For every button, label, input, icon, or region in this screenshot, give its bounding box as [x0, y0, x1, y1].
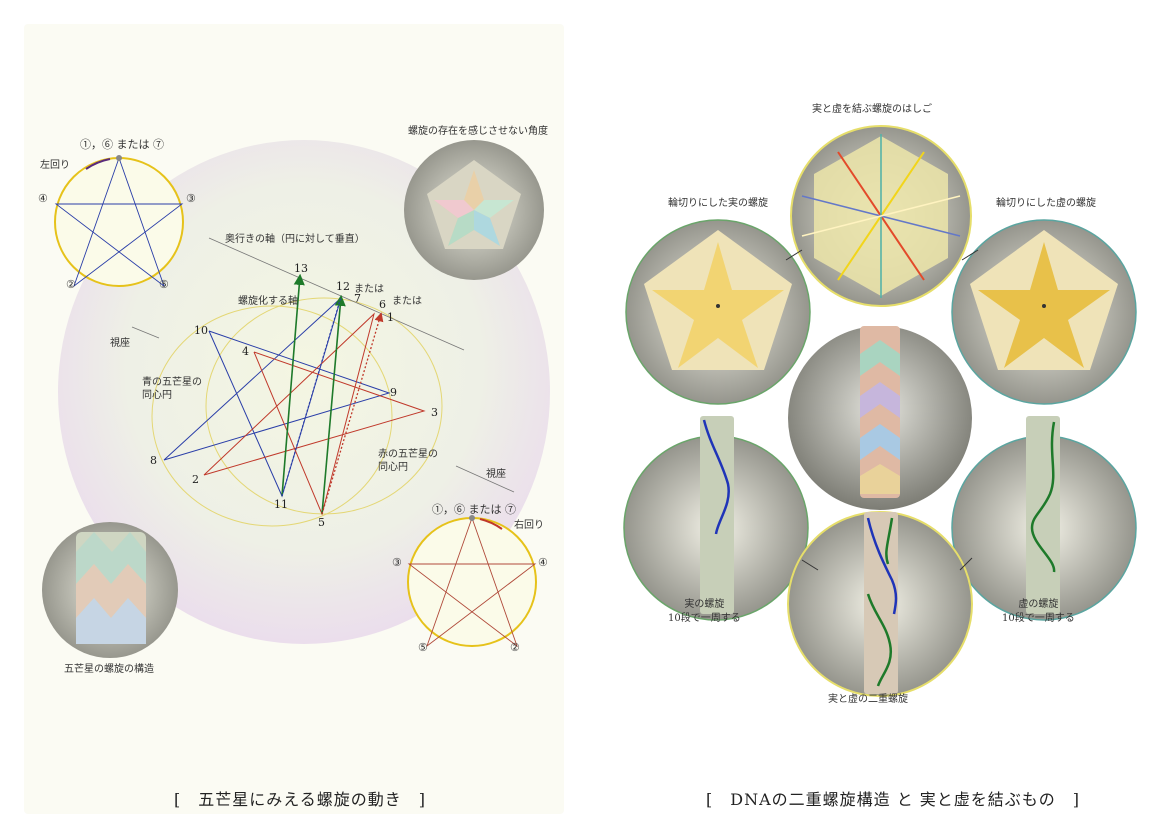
left-diagram — [42, 140, 550, 658]
real-helix-photo — [623, 416, 809, 621]
point-10: 10 — [194, 324, 208, 337]
top-circle-point-right: ③ — [186, 192, 196, 205]
red-pentagram — [203, 312, 426, 516]
bottom-right-pentagram — [407, 517, 537, 648]
top-left-circle — [54, 157, 184, 287]
top-circle-title: ①，⑥ または ⑦ — [80, 138, 164, 151]
ladder-photo — [790, 125, 972, 307]
point-5: 5 — [318, 516, 325, 529]
virtual-ring-photo — [951, 219, 1137, 405]
real-helix-label: 実の螺旋 10段で一周する — [668, 599, 741, 624]
blue-concentric-label: 青の五芒星の 同心円 — [142, 377, 202, 401]
top-circle-point-left: ④ — [38, 192, 48, 205]
photo-bottom-label: 五芒星の螺旋の構造 — [64, 664, 154, 675]
viewpoint-right-label: 視座 — [486, 469, 506, 480]
bottom-right-circle — [407, 517, 537, 647]
double-helix-photo — [787, 511, 973, 697]
bottom-circle-title: ①，⑥ または ⑦ — [432, 503, 516, 516]
real-ring-photo — [625, 219, 811, 405]
bottom-circle-point-bottom-left: ⑤ — [418, 641, 428, 654]
point-12: 12 — [336, 280, 350, 293]
real-ring-label: 輪切りにした実の螺旋 — [668, 198, 768, 209]
virtual-helix-label: 虚の螺旋 10段で一周する — [1002, 599, 1075, 624]
right-panel: 実と虚を結ぶ螺旋のはしご 輪切りにした実の螺旋 輪切りにした虚の螺旋 実の螺旋 … — [588, 24, 1168, 814]
left-caption: [ 五芒星にみえる螺旋の動き ] — [174, 790, 427, 809]
center-column-photo — [788, 326, 972, 510]
right-diagram — [623, 125, 1137, 697]
blue-pentagram — [163, 296, 391, 498]
or-label-a: または — [354, 284, 384, 295]
point-7: 7 — [354, 292, 361, 305]
right-rotation-label: 右回り — [514, 520, 544, 531]
point-2: 2 — [192, 473, 199, 486]
depth-axis-label: 奥行きの軸（円に対して垂直） — [225, 234, 365, 245]
green-helix-arrow-2 — [321, 294, 346, 515]
top-left-origin-dot — [116, 155, 122, 161]
photo-top-label: 螺旋の存在を感じさせない角度 — [408, 126, 548, 137]
top-circle-point-bottom-left: ② — [66, 278, 76, 291]
point-3: 3 — [431, 406, 438, 419]
bottom-circle-point-left: ③ — [392, 556, 402, 569]
double-helix-label: 実と虚の二重螺旋 — [828, 694, 908, 705]
red-dotted-arrow — [321, 312, 384, 515]
top-circle-point-bottom-right: ⑤ — [159, 278, 169, 291]
right-caption: [ DNAの二重螺旋構造 と 実と虚を結ぶもの ] — [706, 790, 1081, 809]
photo-bottom-left — [42, 522, 178, 658]
bottom-circle-point-bottom-right: ② — [510, 641, 520, 654]
blue-concentric-circle — [151, 305, 393, 527]
blue-dotted-link — [281, 296, 342, 497]
point-9: 9 — [390, 386, 397, 399]
green-helix-arrow-1 — [281, 273, 305, 497]
red-concentric-circle — [205, 297, 443, 515]
photo-top-right — [404, 140, 544, 280]
right-rotation-arrow — [479, 518, 503, 530]
left-rotation-arrow — [85, 158, 111, 170]
point-13: 13 — [294, 262, 308, 275]
virtual-ring-label: 輪切りにした虚の螺旋 — [996, 198, 1096, 209]
point-4: 4 — [242, 345, 249, 358]
background-disc — [58, 140, 550, 644]
virtual-helix-photo — [951, 416, 1137, 621]
top-left-pentagram — [54, 157, 184, 288]
connector-arrows — [785, 249, 979, 571]
red-concentric-label: 赤の五芒星の 同心円 — [378, 449, 438, 473]
point-8: 8 — [150, 454, 157, 467]
viewpoint-right-line — [455, 465, 515, 493]
point-1: 1 — [387, 311, 394, 324]
left-panel: ①，⑥ または ⑦ 左回り ④ ③ ② ⑤ ①，⑥ または ⑦ 右回り ③ ④ … — [24, 24, 564, 814]
viewpoint-left-line — [131, 326, 160, 339]
point-6: 6 — [379, 298, 386, 311]
ladder-label: 実と虚を結ぶ螺旋のはしご — [812, 104, 932, 115]
bottom-circle-point-right: ④ — [538, 556, 548, 569]
helix-axis-label: 螺旋化する軸 — [238, 296, 298, 307]
viewpoint-left-label: 視座 — [110, 338, 130, 349]
bottom-right-origin-dot — [469, 515, 475, 521]
or-label-b: または — [392, 296, 422, 307]
point-11: 11 — [274, 498, 288, 511]
depth-axis-line — [208, 237, 465, 351]
left-rotation-label: 左回り — [40, 160, 70, 171]
